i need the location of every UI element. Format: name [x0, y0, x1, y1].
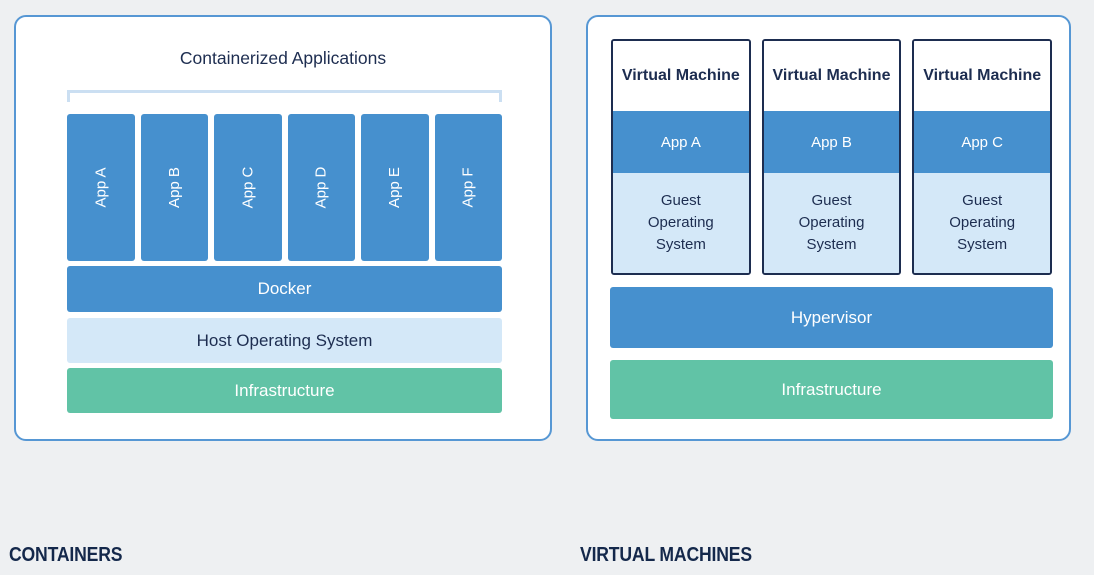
container-app-a: App A: [67, 114, 135, 261]
container-app-d: App D: [287, 114, 355, 261]
vm-box-3-title: Virtual Machine: [914, 41, 1051, 111]
vm-box-2-guest-os: Guest Operating System: [763, 173, 900, 273]
container-app-c-label: App C: [239, 166, 257, 209]
vm-box-3-guest-os: Guest Operating System: [914, 173, 1051, 273]
containers-footer-label: CONTAINERS: [9, 544, 123, 566]
hypervisor-layer: Hypervisor: [610, 287, 1053, 348]
vm-box-3-app: App C: [914, 111, 1051, 173]
containers-infrastructure-layer: Infrastructure: [67, 368, 502, 413]
vm-box-1: Virtual Machine App A Guest Operating Sy…: [611, 39, 751, 275]
vm-box-2-title: Virtual Machine: [763, 41, 900, 111]
container-app-a-label: App A: [92, 167, 110, 208]
virtual-machines-footer-label: VIRTUAL MACHINES: [580, 544, 752, 566]
docker-layer: Docker: [67, 266, 502, 312]
vm-box-1-guest-os: Guest Operating System: [613, 173, 749, 273]
containers-panel-title: Containerized Applications: [179, 48, 387, 68]
vm-box-2-app: App B: [763, 111, 900, 173]
vm-row: Virtual Machine App A Guest Operating Sy…: [611, 39, 1053, 275]
container-app-f-label: App F: [459, 167, 477, 208]
vm-box-3: Virtual Machine App C Guest Operating Sy…: [912, 39, 1053, 275]
apps-group-bracket: [67, 90, 502, 102]
container-app-b-label: App B: [165, 167, 183, 208]
container-app-d-label: App D: [312, 166, 330, 209]
container-app-e: App E: [361, 114, 429, 261]
vm-box-1-app: App A: [613, 111, 749, 173]
vm-box-1-title: Virtual Machine: [613, 41, 749, 111]
containers-panel: Containerized Applications App A App B A…: [14, 15, 552, 441]
container-app-e-label: App E: [386, 167, 404, 208]
container-app-f: App F: [434, 114, 502, 261]
vm-infrastructure-layer: Infrastructure: [610, 360, 1053, 419]
vm-box-2: Virtual Machine App B Guest Operating Sy…: [761, 39, 902, 275]
containerized-apps-row: App A App B App C App D App E App F: [67, 114, 502, 261]
vm-panel: Virtual Machine App A Guest Operating Sy…: [586, 15, 1071, 441]
container-app-c: App C: [214, 114, 282, 261]
container-app-b: App B: [140, 114, 208, 261]
host-os-layer: Host Operating System: [67, 318, 502, 363]
